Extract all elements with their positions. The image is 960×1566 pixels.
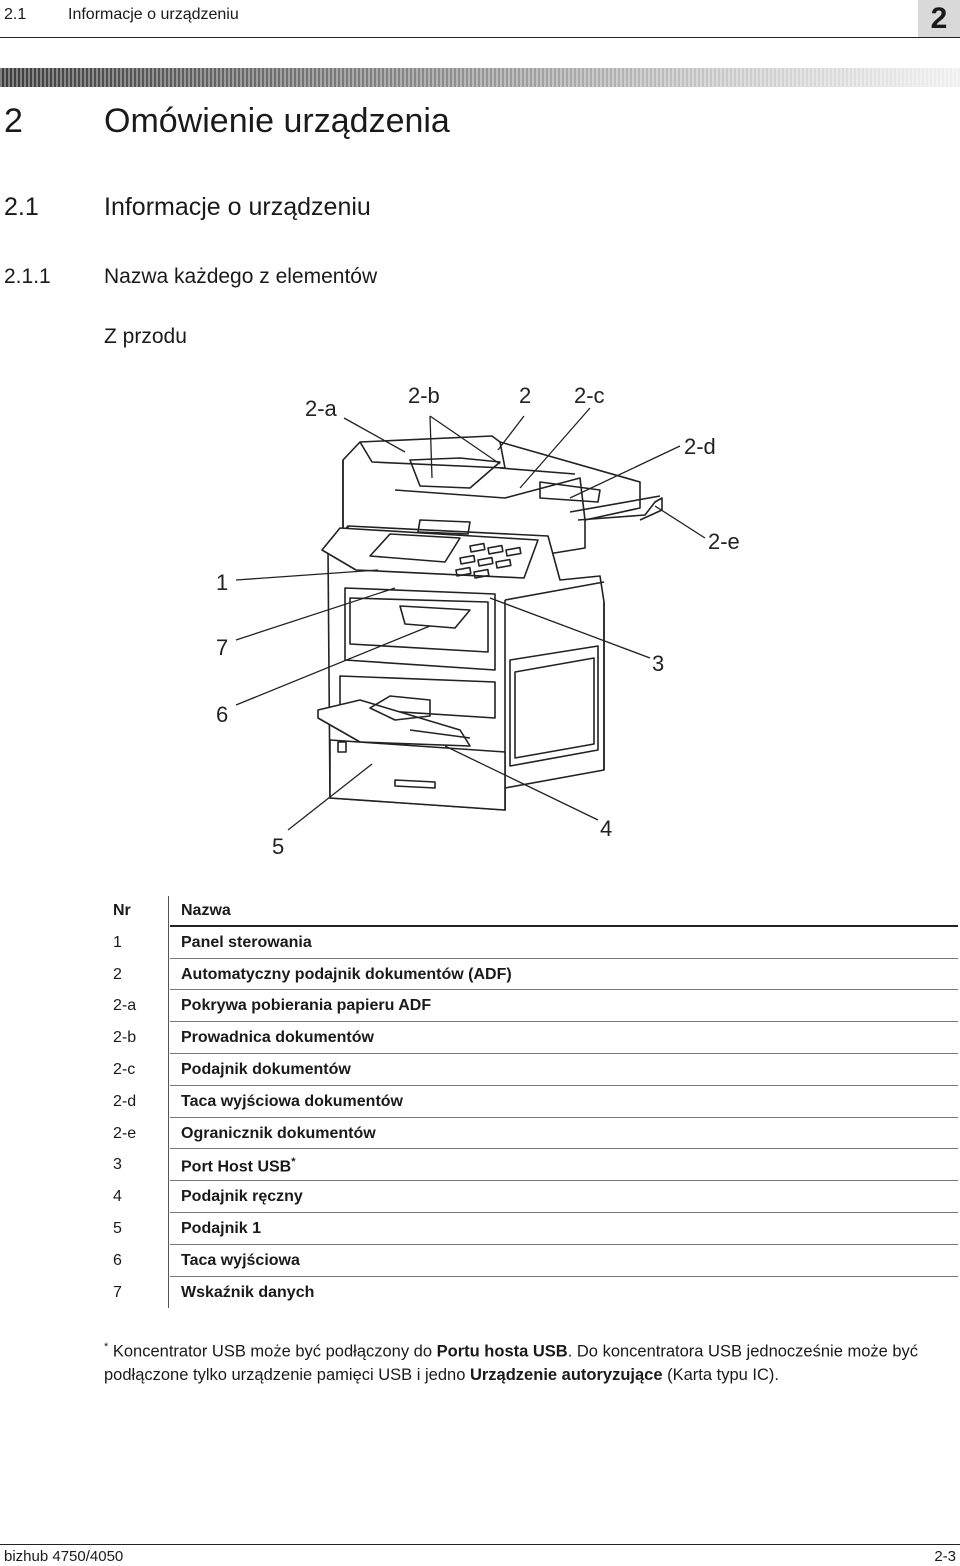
row-nr: 2-c (113, 1060, 136, 1078)
header-rule (0, 37, 960, 38)
row-rule (170, 1243, 958, 1245)
row-nr: 2-b (113, 1029, 137, 1047)
callout-2e: 2-e (708, 529, 740, 554)
row-nr: 1 (113, 933, 122, 951)
callout-3: 3 (652, 651, 664, 676)
row-nr: 2-e (113, 1124, 137, 1142)
table-row: 2-c Podajnik dokumentów (108, 1054, 958, 1086)
row-name: Taca wyjściowa dokumentów (181, 1092, 403, 1110)
row-rule (170, 1021, 958, 1023)
row-name: Podajnik ręczny (181, 1188, 303, 1206)
row-name: Podajnik dokumentów (181, 1060, 351, 1078)
row-rule (170, 989, 958, 991)
callout-2d: 2-d (684, 434, 716, 459)
row-rule (170, 957, 958, 959)
footnote-text-1: Koncentrator USB może być podłączony do (108, 1342, 437, 1361)
footnote-bold-usb-port: Portu hosta USB (436, 1342, 568, 1361)
header-name: Nazwa (181, 902, 231, 919)
table-header-rule (170, 924, 958, 927)
callout-6: 6 (216, 702, 228, 727)
table-header-row: Nr Nazwa (108, 895, 958, 927)
callout-2: 2 (519, 383, 531, 408)
row-rule (170, 1180, 958, 1182)
table-row: 1 Panel sterowania (108, 927, 958, 959)
row-rule (170, 1148, 958, 1150)
table-column-divider (168, 896, 169, 1308)
row-nr: 6 (113, 1251, 122, 1269)
header-section-number: 2.1 (4, 6, 27, 23)
row-nr: 2-d (113, 1092, 137, 1110)
footnote-mark: * (291, 1156, 296, 1169)
row-nr: 2-a (113, 997, 137, 1015)
printer-front-illustration: 2-a 2-b 2 2-c 2-d 2-e 1 7 6 3 5 4 (216, 383, 740, 859)
callout-1: 1 (216, 570, 228, 595)
row-rule (170, 1116, 958, 1118)
footnote-bold-auth-device: Urządzenie autoryzujące (469, 1365, 663, 1384)
chapter-title: Omówienie urządzenia (104, 102, 450, 140)
table-row: 2-e Ogranicznik dokumentów (108, 1118, 958, 1150)
row-rule (170, 1275, 958, 1277)
table-row: 5 Podajnik 1 (108, 1213, 958, 1245)
row-name: Taca wyjściowa (181, 1251, 300, 1269)
callout-4: 4 (600, 816, 612, 841)
parts-table: Nr Nazwa 1 Panel sterowania 2 Automatycz… (108, 895, 958, 1308)
row-name: Panel sterowania (181, 933, 312, 951)
section-title: Informacje o urządzeniu (104, 193, 371, 221)
callout-2a: 2-a (305, 396, 338, 421)
subsection-title: Nazwa każdego z elementów (104, 265, 378, 288)
row-name: Pokrywa pobierania papieru ADF (181, 997, 432, 1015)
callout-5: 5 (272, 834, 284, 859)
row-name: Prowadnica dokumentów (181, 1029, 374, 1047)
chapter-stripe-bar (0, 68, 960, 87)
footnote: * Koncentrator USB może być podłączony d… (104, 1336, 960, 1387)
table-row: 2 Automatyczny podajnik dokumentów (ADF) (108, 959, 958, 991)
row-nr: 2 (113, 965, 122, 983)
table-row: 2-d Taca wyjściowa dokumentów (108, 1086, 958, 1118)
row-nr: 3 (113, 1156, 122, 1174)
subsection-number: 2.1.1 (4, 265, 51, 288)
table-row: 6 Taca wyjściowa (108, 1245, 958, 1277)
footer-page-number: 2-3 (934, 1548, 956, 1565)
footnote-text-2: . Do koncentratora USB jednocześnie może… (104, 1342, 919, 1384)
table-row: 3 Port Host USB* (108, 1149, 958, 1182)
footer-model: bizhub 4750/4050 (4, 1548, 124, 1565)
row-rule (170, 1084, 958, 1086)
row-nr: 7 (113, 1283, 122, 1301)
section-number: 2.1 (4, 193, 39, 221)
table-row: 2-a Pokrywa pobierania papieru ADF (108, 990, 958, 1023)
row-name: Automatyczny podajnik dokumentów (ADF) (181, 965, 512, 983)
row-rule (170, 1211, 958, 1213)
table-row: 4 Podajnik ręczny (108, 1181, 958, 1213)
table-row: 2-b Prowadnica dokumentów (108, 1022, 958, 1054)
header-nr: Nr (113, 902, 131, 919)
callout-2c: 2-c (574, 383, 605, 408)
chapter-number: 2 (4, 102, 23, 140)
row-name: Ogranicznik dokumentów (181, 1124, 376, 1142)
row-name: Podajnik 1 (181, 1219, 262, 1237)
header-section-title: Informacje o urządzeniu (68, 6, 239, 23)
callout-2b: 2-b (408, 383, 440, 408)
footnote-mark: * (104, 1341, 109, 1353)
footer-rule (0, 1544, 960, 1545)
view-title: Z przodu (104, 325, 187, 348)
chapter-badge: 2 (918, 0, 960, 38)
callout-7: 7 (216, 635, 228, 660)
row-nr: 5 (113, 1219, 122, 1237)
row-rule (170, 1052, 958, 1054)
row-name-text: Port Host USB (181, 1158, 292, 1176)
table-row: 7 Wskaźnik danych (108, 1277, 958, 1309)
row-name: Wskaźnik danych (181, 1283, 315, 1301)
footnote-text-3: (Karta typu IC). (662, 1365, 779, 1384)
row-name: Port Host USB* (181, 1156, 296, 1176)
row-nr: 4 (113, 1188, 122, 1206)
